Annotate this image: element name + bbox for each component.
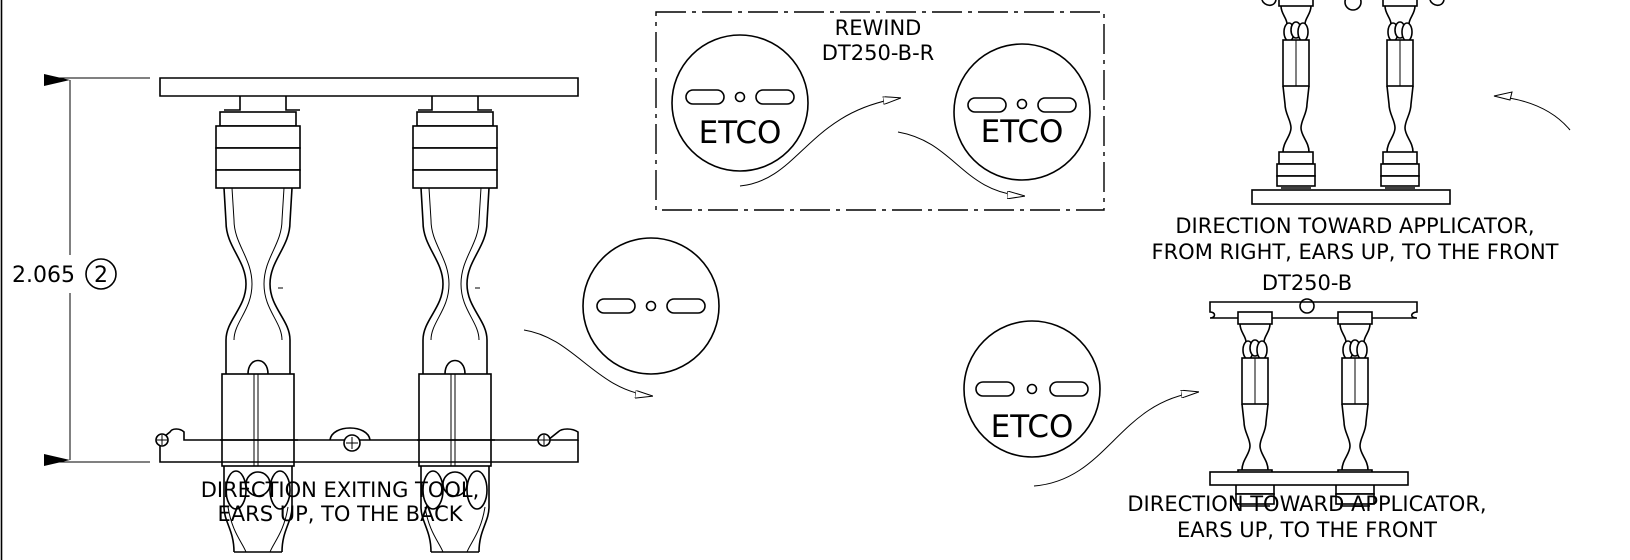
feed-arrow xyxy=(1033,392,1198,487)
applicator-reel: ETCO xyxy=(963,320,1101,458)
rewind-panel: REWIND DT250-B-R ETCO ETCO xyxy=(655,11,1105,211)
exiting-caption-line1: DIRECTION EXITING TOOL, xyxy=(201,478,480,502)
from-right-view xyxy=(1251,0,1571,205)
front-caption-line1: DIRECTION TOWARD APPLICATOR, xyxy=(1127,492,1486,516)
exiting-caption-line2: EARS UP, TO THE BACK xyxy=(217,502,463,526)
rewind-target-reel: ETCO xyxy=(953,43,1091,181)
etco-logo: ETCO xyxy=(699,115,782,151)
height-dimension: 2.065 2 xyxy=(12,74,150,466)
exiting-tool-view xyxy=(155,77,579,553)
reel-side-view xyxy=(523,237,720,396)
rewind-arrow-down xyxy=(897,131,1024,196)
callout-number: 2 xyxy=(94,263,108,288)
dimension-value: 2.065 xyxy=(12,263,75,288)
from-right-caption-line1: DIRECTION TOWARD APPLICATOR, xyxy=(1175,214,1534,238)
feed-arrow xyxy=(523,329,652,396)
rewind-source-reel: ETCO xyxy=(671,34,809,172)
front-caption-line2: EARS UP, TO THE FRONT xyxy=(1177,518,1437,542)
etco-logo: ETCO xyxy=(981,114,1064,150)
rewind-arrow-up xyxy=(739,98,900,187)
rewind-title: REWIND xyxy=(835,16,922,40)
feed-arrow xyxy=(1493,95,1571,131)
from-right-caption-line2: FROM RIGHT, EARS UP, TO THE FRONT xyxy=(1152,240,1559,264)
rewind-part-number: DT250-B-R xyxy=(822,41,935,65)
etco-logo: ETCO xyxy=(991,409,1074,445)
callout-balloon xyxy=(85,258,117,290)
front-part-number: DT250-B xyxy=(1262,271,1352,295)
toward-applicator-view xyxy=(1209,298,1418,507)
